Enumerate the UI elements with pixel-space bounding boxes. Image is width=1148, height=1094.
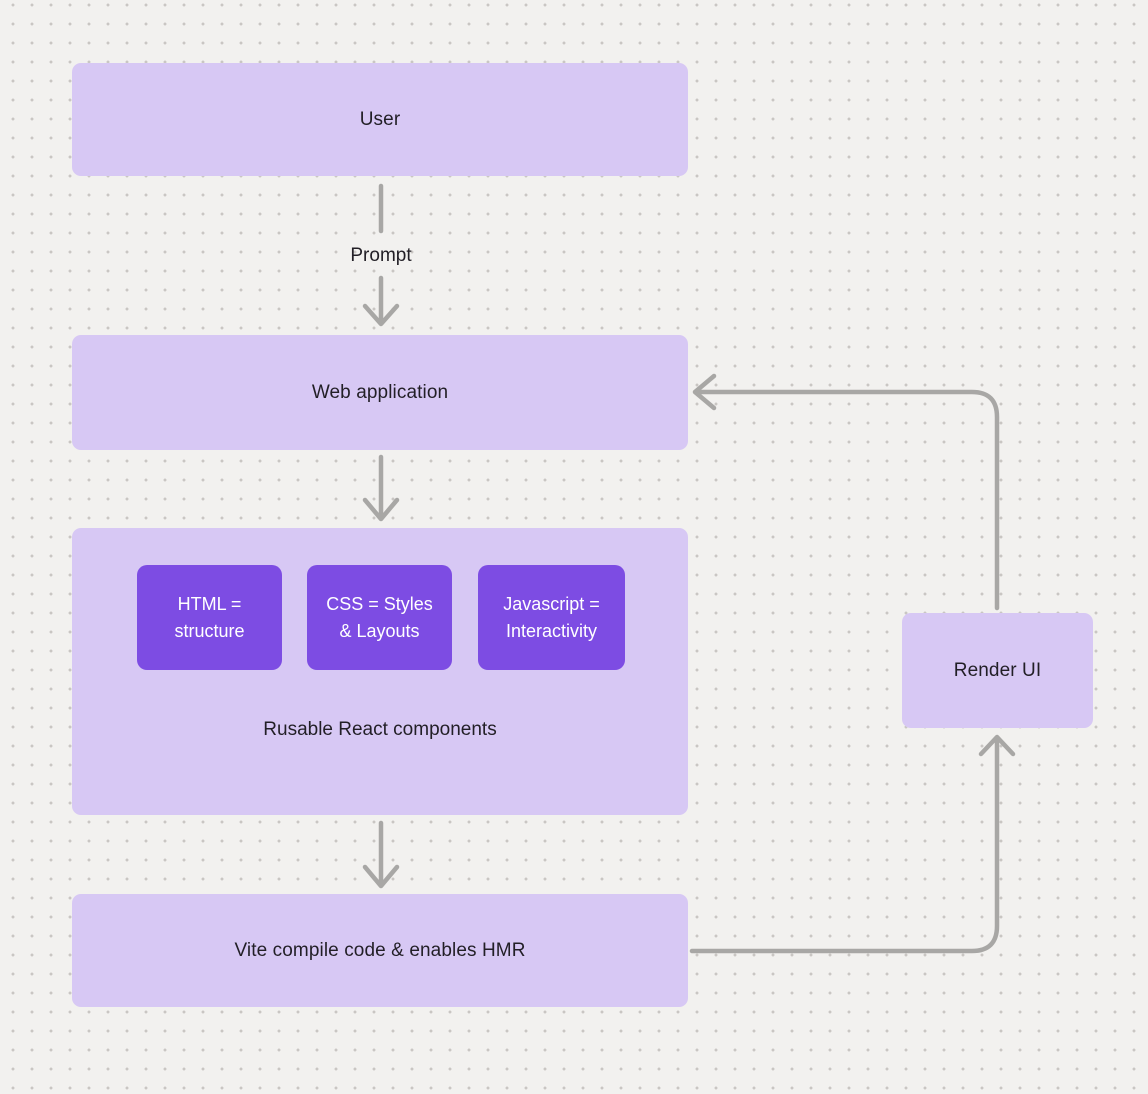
chip-javascript[interactable]: Javascript = Interactivity	[478, 565, 625, 670]
components-group-caption: Rusable React components	[263, 719, 497, 740]
node-vite-label: Vite compile code & enables HMR	[234, 939, 526, 961]
node-render-ui[interactable]: Render UI	[902, 613, 1093, 728]
node-user-label: User	[359, 108, 401, 130]
connector-render-to-web-arrow[interactable]	[692, 373, 1000, 611]
connector-vite-to-render-arrow[interactable]	[689, 734, 1016, 954]
chip-css-line2: & Layouts	[339, 620, 420, 641]
connector-components-to-vite-arrow[interactable]	[362, 820, 400, 889]
node-render-ui-label: Render UI	[953, 659, 1042, 681]
chip-javascript-line2: Interactivity	[505, 620, 598, 641]
node-web-application-label: Web application	[311, 381, 449, 403]
connector-web-to-components-arrow[interactable]	[362, 454, 400, 522]
node-vite[interactable]: Vite compile code & enables HMR	[72, 894, 688, 1007]
connector-label-prompt: Prompt	[350, 245, 412, 266]
chip-css-line1: CSS = Styles	[326, 593, 433, 614]
node-web-application[interactable]: Web application	[72, 335, 688, 450]
chip-html-line1: HTML =	[177, 593, 242, 614]
chip-html[interactable]: HTML = structure	[137, 565, 282, 670]
chip-html-line2: structure	[174, 620, 245, 641]
node-user[interactable]: User	[72, 63, 688, 176]
chip-css[interactable]: CSS = Styles & Layouts	[307, 565, 452, 670]
connector-prompt-to-web-arrow[interactable]	[362, 275, 400, 327]
chip-javascript-line1: Javascript =	[503, 593, 600, 614]
